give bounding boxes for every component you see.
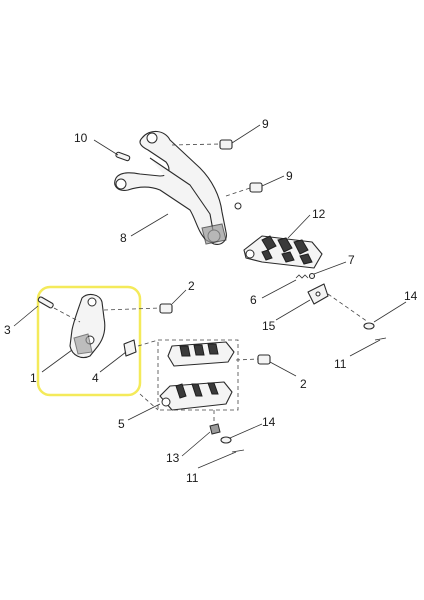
callout-15: 15 [262,319,276,333]
bolt-part-2-upper [103,303,173,314]
callout-8: 8 [120,231,127,245]
bolt-part-9-upper [171,139,233,150]
callout-12: 12 [312,207,326,221]
callout-6: 6 [250,293,257,307]
cotter-pin-part-11-right [374,337,387,341]
footpeg-part-5-top [167,341,235,367]
callout-1: 1 [30,371,37,385]
callout-4: 4 [92,371,99,385]
heel-guard-part-1 [69,293,106,359]
callout-14-right: 14 [404,289,418,303]
pin-part-10 [115,151,131,162]
cotter-pin-part-11-lower [231,449,245,453]
callout-3: 3 [4,323,11,337]
bolt-part-9-lower [225,182,263,197]
callout-7: 7 [348,253,355,267]
callout-13: 13 [166,451,180,465]
footpeg-part-12 [243,235,323,269]
highlight-box [36,285,142,397]
callout-10: 10 [74,131,88,145]
plate-part-15 [307,283,329,305]
callout-14-lower: 14 [262,415,276,429]
washer-part-14-right [363,322,375,330]
callout-9-lower: 9 [286,169,293,183]
callout-11-right: 11 [334,357,347,371]
spring-part-13 [209,423,221,435]
bolt-part-3 [37,296,81,323]
hanger-bracket-part-8 [114,130,242,245]
callout-2-upper: 2 [188,279,195,293]
callout-2-lower: 2 [300,377,307,391]
callout-9-upper: 9 [262,117,269,131]
ball-part-7 [308,272,316,280]
washer-part-14-lower [220,436,232,444]
callout-11-lower: 11 [186,471,199,485]
bolt-part-2-lower [235,354,271,365]
footpeg-part-5-bottom [159,381,233,411]
washer-part-4 [123,339,137,357]
leader-lines [13,124,407,469]
spring-part-6 [295,274,309,279]
callout-5: 5 [118,417,125,431]
